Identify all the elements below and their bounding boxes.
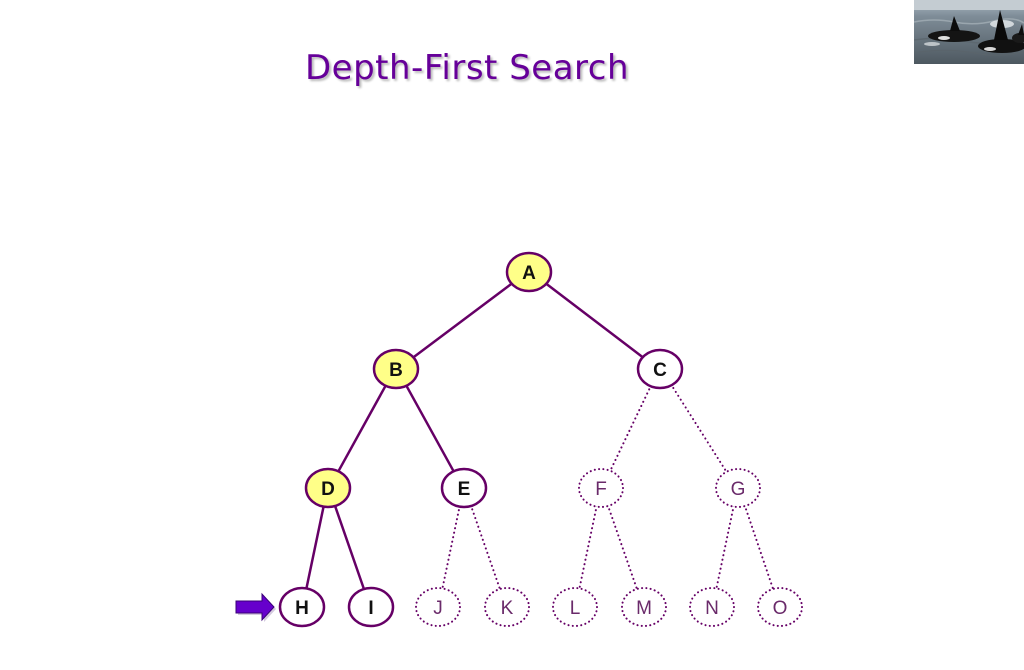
tree-edge-C-F	[608, 384, 653, 473]
slide-title: Depth-First Search	[305, 48, 629, 88]
tree-node-label: G	[731, 479, 746, 500]
tree-node-A: A	[505, 251, 553, 293]
tree-node-circle	[278, 586, 326, 628]
tree-node-L: L	[552, 587, 598, 627]
tree-nodes: A B C D E F G H I J K L M N O	[278, 251, 803, 628]
tree-node-label: A	[522, 263, 536, 284]
tree-node-label: I	[368, 598, 373, 619]
tree-edge-B-E	[404, 383, 456, 474]
tree-edge-E-K	[469, 503, 502, 592]
tree-edge-B-D	[336, 383, 388, 474]
tree-edge-D-I	[333, 503, 366, 592]
tree-node-label: D	[321, 479, 335, 500]
tree-node-G: G	[715, 468, 761, 508]
tree-node-label: M	[636, 598, 652, 619]
tree-node-J: J	[415, 587, 461, 627]
tree-node-circle	[552, 587, 598, 627]
current-node-pointer	[235, 592, 276, 622]
tree-node-label: N	[705, 598, 719, 619]
tree-node-circle	[578, 468, 624, 508]
tree-node-label: J	[433, 598, 443, 619]
tree-node-circle	[621, 587, 667, 627]
orca-image-icon	[914, 0, 1024, 64]
tree-node-K: K	[484, 587, 530, 627]
tree-node-circle	[715, 468, 761, 508]
tree-node-label: E	[458, 479, 471, 500]
tree-node-label: C	[653, 360, 667, 381]
tree-node-circle	[347, 586, 395, 628]
tree-edge-A-B	[410, 281, 515, 360]
tree-node-I: I	[347, 586, 395, 628]
tree-node-circle	[505, 251, 553, 293]
tree-edges	[304, 281, 775, 592]
tree-edge-G-N	[715, 504, 735, 591]
tree-node-E: E	[440, 467, 488, 509]
tree-edge-F-M	[606, 503, 639, 592]
tree-node-O: O	[757, 587, 803, 627]
tree-edge-E-J	[441, 504, 461, 591]
tree-node-circle	[440, 467, 488, 509]
tree-node-label: K	[501, 598, 514, 619]
tree-node-label: O	[773, 598, 788, 619]
tree-node-D: D	[304, 467, 352, 509]
tree-node-label: L	[570, 598, 581, 619]
tree-node-C: C	[636, 348, 684, 390]
tree-edge-F-L	[578, 504, 598, 591]
tree-edge-C-G	[669, 383, 729, 474]
tree-node-M: M	[621, 587, 667, 627]
tree-node-circle	[304, 467, 352, 509]
tree-node-F: F	[578, 468, 624, 508]
tree-node-label: B	[389, 360, 403, 381]
tree-node-circle	[372, 348, 420, 390]
orca-photo	[914, 0, 1024, 64]
tree-node-circle	[636, 348, 684, 390]
tree-node-circle	[757, 587, 803, 627]
tree-edge-A-C	[543, 281, 646, 360]
tree-node-B: B	[372, 348, 420, 390]
tree-edge-G-O	[743, 504, 775, 591]
tree-node-N: N	[689, 587, 735, 627]
tree-node-label: F	[595, 479, 607, 500]
tree-node-label: H	[295, 598, 309, 619]
tree-node-circle	[415, 587, 461, 627]
pointer-arrow-icon	[235, 592, 275, 622]
tree-node-H: H	[278, 586, 326, 628]
tree-node-circle	[689, 587, 735, 627]
tree-edge-D-H	[304, 504, 326, 591]
tree-node-circle	[484, 587, 530, 627]
